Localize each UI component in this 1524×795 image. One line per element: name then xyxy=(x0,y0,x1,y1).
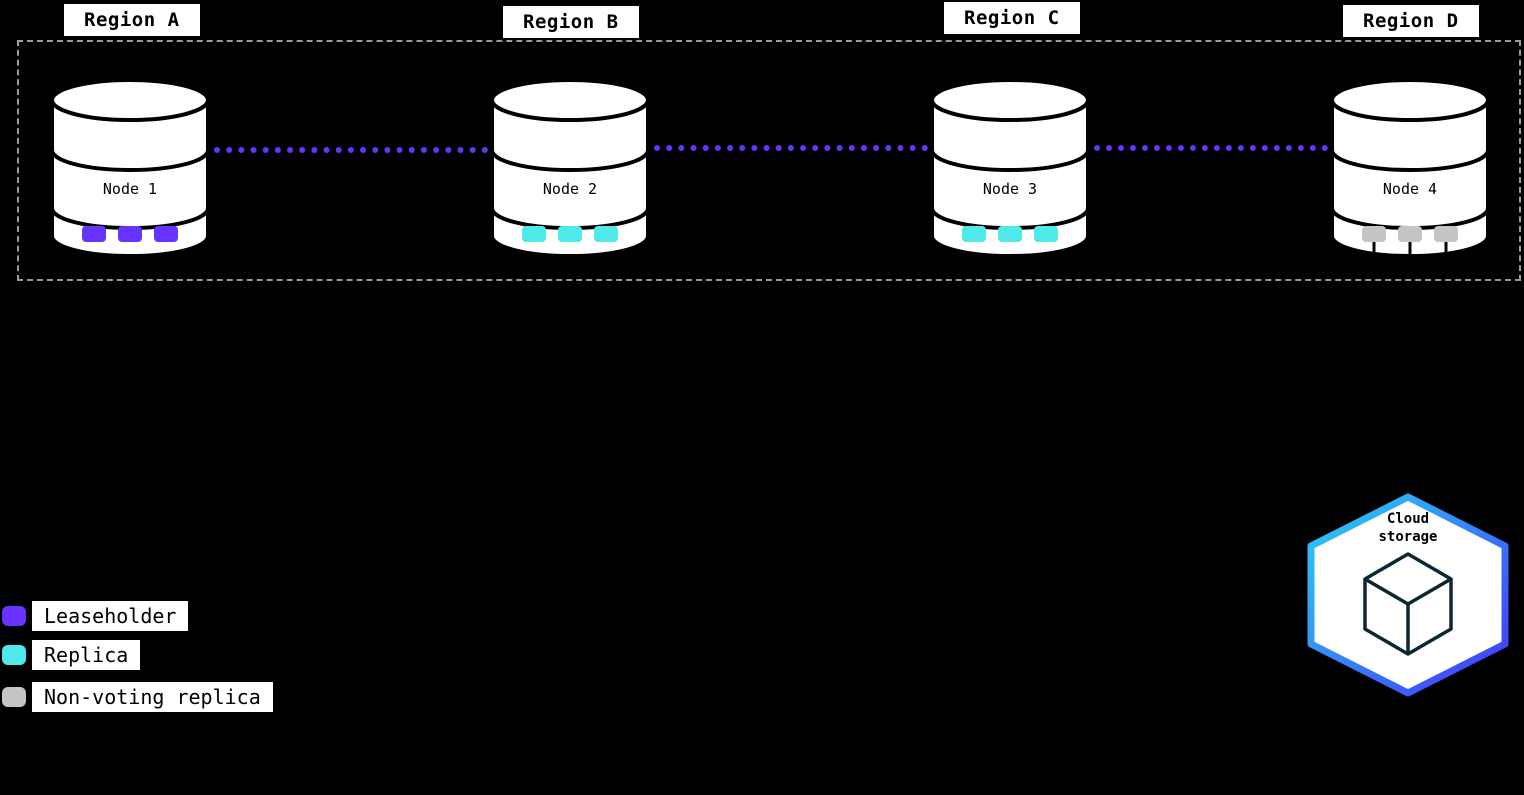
node-2: Node 2 xyxy=(488,76,652,268)
replica-chip xyxy=(1434,226,1458,242)
replica-chip xyxy=(82,226,106,242)
database-icon: Node 4 xyxy=(1330,78,1490,266)
legend-label: Replica xyxy=(32,640,141,670)
legend-item-leaseholder: Leaseholder xyxy=(2,601,189,631)
replica-chip xyxy=(118,226,142,242)
region-label-b: Region B xyxy=(503,6,639,38)
cloud-storage: Cloud storage xyxy=(1299,492,1517,698)
cube-icon xyxy=(1363,552,1453,656)
replica-chip xyxy=(558,226,582,242)
connection-line-1-2 xyxy=(214,147,488,153)
region-label-a: Region A xyxy=(64,4,200,36)
hexagon-shape xyxy=(1307,493,1509,697)
connection-line-3-4 xyxy=(1094,145,1328,151)
replica-chip xyxy=(1362,226,1386,242)
replica-chip xyxy=(594,226,618,242)
database-icon: Node 3 xyxy=(930,78,1090,259)
replica-swatch xyxy=(2,645,26,665)
leaseholder-swatch xyxy=(2,606,26,626)
cloud-storage-label-line1: Cloud xyxy=(1387,511,1429,527)
node-name: Node 4 xyxy=(1383,180,1437,198)
database-icon: Node 2 xyxy=(490,78,650,259)
legend-label: Leaseholder xyxy=(32,601,189,631)
replica-chip xyxy=(154,226,178,242)
connection-line-2-3 xyxy=(654,145,928,151)
replica-chip xyxy=(962,226,986,242)
node-name: Node 2 xyxy=(543,180,597,198)
legend-label: Non-voting replica xyxy=(32,682,273,712)
replica-chip xyxy=(522,226,546,242)
node-name: Node 1 xyxy=(103,180,157,198)
legend-item-replica: Replica xyxy=(2,640,141,670)
region-label-c: Region C xyxy=(944,2,1080,34)
node-1: Node 1 xyxy=(48,76,212,268)
cluster-boundary xyxy=(17,40,1521,281)
node-3: Node 3 xyxy=(928,76,1092,268)
legend-item-nonvoting-replica: Non-voting replica xyxy=(2,682,273,712)
replica-chip xyxy=(1398,226,1422,242)
region-label-d: Region D xyxy=(1343,5,1479,37)
nonvoting-replica-swatch xyxy=(2,687,26,707)
node-name: Node 3 xyxy=(983,180,1037,198)
replica-chip xyxy=(998,226,1022,242)
database-icon: Node 1 xyxy=(50,78,210,259)
cloud-storage-label-line2: storage xyxy=(1378,529,1437,545)
replica-chip xyxy=(1034,226,1058,242)
node-4: Node 4 xyxy=(1328,76,1492,268)
